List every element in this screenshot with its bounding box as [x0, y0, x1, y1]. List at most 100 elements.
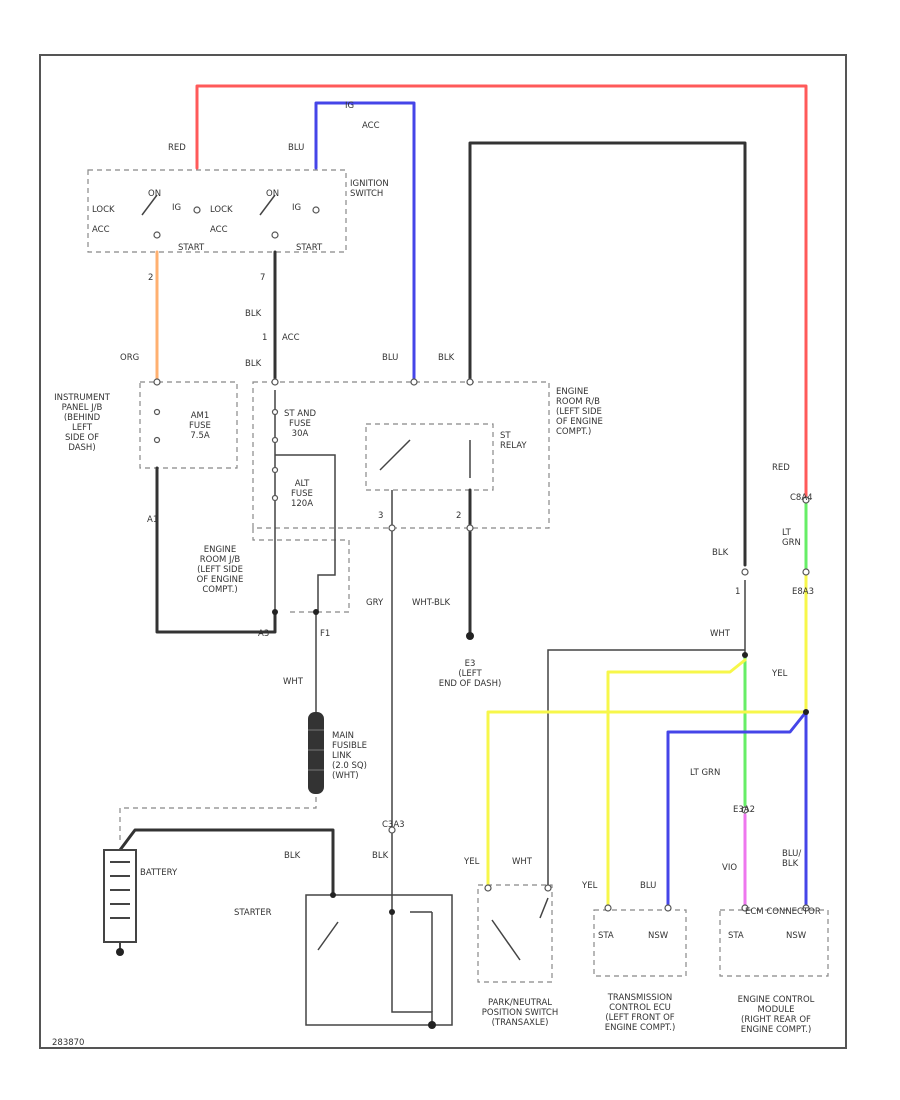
label-pin-a3: A3 — [258, 629, 269, 639]
starter-terminal-node — [330, 892, 336, 898]
ip-jb-outline — [139, 381, 238, 469]
label-wht-blk: WHT-BLK — [412, 598, 451, 608]
label-lt-grn2: LT GRN — [690, 768, 720, 778]
label-ign-top: IG — [345, 101, 354, 111]
starter-internal — [391, 912, 433, 1025]
label-pin-2: 2 — [148, 273, 153, 283]
label-blu-top: BLU — [288, 143, 304, 153]
label-org: ORG — [120, 353, 139, 363]
label-vio: VIO — [722, 863, 737, 873]
label-blk-st: BLK — [372, 851, 389, 861]
engine-jb-outline — [252, 381, 550, 529]
blk-wire-am1-to-a3 — [155, 466, 277, 634]
diagram-frame — [39, 54, 847, 1049]
label-pin-7: 7 — [260, 273, 265, 283]
fusible-link — [308, 712, 324, 794]
label-yel-right: YEL — [771, 669, 788, 679]
label-pin-f1: F1 — [320, 629, 330, 639]
label-wht-right: WHT — [710, 629, 731, 639]
label-lock-1: LOCK — [92, 205, 115, 215]
label-sta-ecm: STA — [728, 931, 744, 941]
label-ign-sub: ACC — [362, 121, 380, 131]
blk-wire-st-relay — [468, 141, 747, 567]
label-acc-1: ACC — [92, 225, 110, 235]
label-ig-2: IG — [292, 203, 301, 213]
label-on-2: ON — [266, 189, 279, 199]
blu-wire-top — [314, 101, 416, 384]
label-start-2: START — [296, 243, 323, 253]
st-relay-outline — [365, 423, 494, 491]
label-nsw-tcm: NSW — [648, 931, 669, 941]
node-a3 — [272, 609, 278, 615]
wht-wire-pnp — [547, 649, 745, 885]
label-pin-2b: 2 — [456, 511, 461, 521]
label-e3a2: E3A2 — [733, 805, 755, 815]
label-yel-tcm: YEL — [581, 881, 598, 891]
starter-outline — [305, 894, 453, 1026]
battery-symbol — [103, 849, 137, 943]
starter-terminal-node-2 — [389, 909, 395, 915]
label-blk-bat: BLK — [284, 851, 301, 861]
label-nsw-ecm: NSW — [786, 931, 807, 941]
label-yel-pnp: YEL — [463, 857, 480, 867]
label-gry: GRY — [366, 598, 384, 608]
label-red-right: RED — [772, 463, 790, 473]
pnp-switch-outline — [477, 884, 553, 983]
label-e8a3: E8A3 — [792, 587, 814, 597]
label-pin-a1: A1 — [147, 515, 158, 525]
label-blu-tcm: BLU — [640, 881, 656, 891]
node-wht-splice — [742, 652, 748, 658]
st-relay-contact — [379, 439, 411, 471]
label-ecm-conn: ECM CONNECTOR — [745, 907, 821, 917]
battery-ground-dash — [119, 795, 317, 840]
ground-e3 — [466, 632, 474, 640]
yel-wire-tcm — [606, 658, 747, 907]
ign-switch-contact-2 — [259, 194, 276, 216]
label-blu-blk: BLU/BLK — [782, 849, 801, 869]
label-blu-mid: BLU — [382, 353, 398, 363]
label-ig-1: IG — [172, 203, 181, 213]
label-sta-tcm: STA — [598, 931, 614, 941]
battery-ground-node — [116, 948, 124, 956]
ign-switch-contact-1 — [141, 194, 158, 216]
yel-wire-pnp — [486, 710, 808, 887]
label-blk-2: BLK — [245, 359, 262, 369]
node-f1 — [313, 609, 319, 615]
blk-wire-battery — [118, 828, 335, 897]
starter-ground-node — [428, 1021, 436, 1029]
label-lock-2: LOCK — [210, 205, 233, 215]
label-wht-left: WHT — [283, 677, 304, 687]
label-blk-mid: BLK — [438, 353, 455, 363]
label-blk-right: BLK — [712, 548, 729, 558]
starter-switch — [317, 921, 339, 951]
label-starter: STARTER — [234, 908, 272, 918]
ecm-outline — [719, 909, 829, 977]
label-pin-3: 3 — [378, 511, 383, 521]
label-blk-1: BLK — [245, 309, 262, 319]
label-c8a4: C8A4 — [790, 493, 813, 503]
tcm-outline — [593, 909, 687, 977]
red-wire-top — [195, 84, 808, 502]
label-acc-tag: ACC — [282, 333, 300, 343]
label-pin-1b: 1 — [735, 587, 740, 597]
label-red-top: RED — [168, 143, 186, 153]
label-wht-pnp: WHT — [512, 857, 533, 867]
alt-fuse-link — [275, 454, 336, 612]
label-pin-1: 1 — [262, 333, 267, 343]
label-start-1: START — [178, 243, 205, 253]
pnp-switch-contact — [491, 919, 521, 961]
blu-wire-tcm — [666, 710, 808, 907]
